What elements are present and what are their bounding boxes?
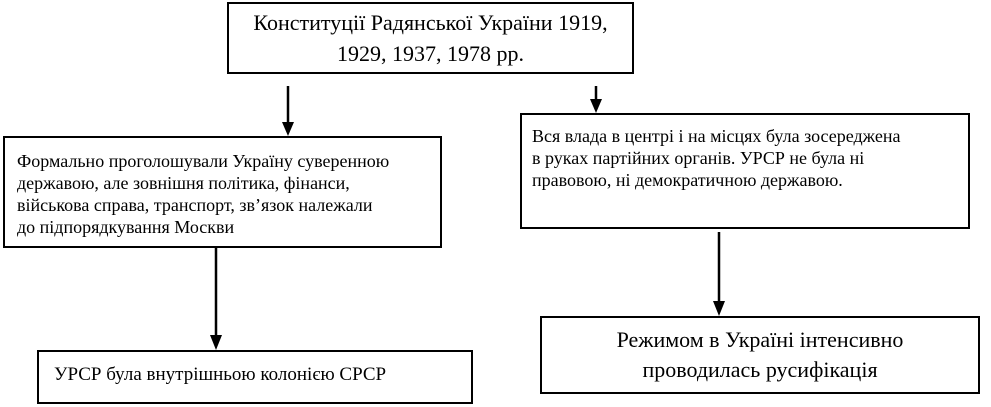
- constitutions-box: Конституції Радянської України 1919, 192…: [227, 2, 634, 74]
- party-power-line-3: правовою, ні демократичною державою.: [532, 170, 843, 190]
- formal-sovereignty-line-2: державою, але зовнішня політика, фінанси…: [17, 173, 350, 193]
- party-power-line-1: Вся влада в центрі і на місцях була зосе…: [532, 126, 901, 146]
- party-power-box: Вся влада в центрі і на місцях була зосе…: [520, 113, 970, 229]
- internal-colony-line-1: УРСР була внутрішньою колонією СРСР: [54, 364, 387, 385]
- constitutions-line-1: Конституції Радянської України 1919,: [253, 10, 608, 35]
- formal-sovereignty-line-3: військова справа, транспорт, зв’язок нал…: [17, 195, 373, 215]
- internal-colony-box: УРСР була внутрішньою колонією СРСР: [37, 350, 473, 404]
- arrow-top-to-left: [282, 86, 294, 136]
- arrow-left-mid-to-bottom: [210, 248, 222, 350]
- arrow-top-to-right: [590, 86, 602, 113]
- formal-sovereignty-line-4: до підпорядкування Москви: [17, 217, 235, 237]
- party-power-line-2: в руках партійних органів. УРСР не була …: [532, 148, 865, 168]
- formal-sovereignty-box: Формально проголошували Україну суверенн…: [3, 136, 442, 248]
- arrow-right-mid-to-bottom: [713, 232, 725, 316]
- russification-box: Режимом в Україні інтенсивно проводилась…: [540, 316, 980, 394]
- constitutions-line-2: 1929, 1937, 1978 рр.: [337, 41, 524, 66]
- formal-sovereignty-line-1: Формально проголошували Україну суверенн…: [17, 151, 390, 171]
- russification-line-1: Режимом в Україні інтенсивно: [616, 327, 904, 352]
- russification-line-2: проводилась русифікація: [642, 357, 878, 382]
